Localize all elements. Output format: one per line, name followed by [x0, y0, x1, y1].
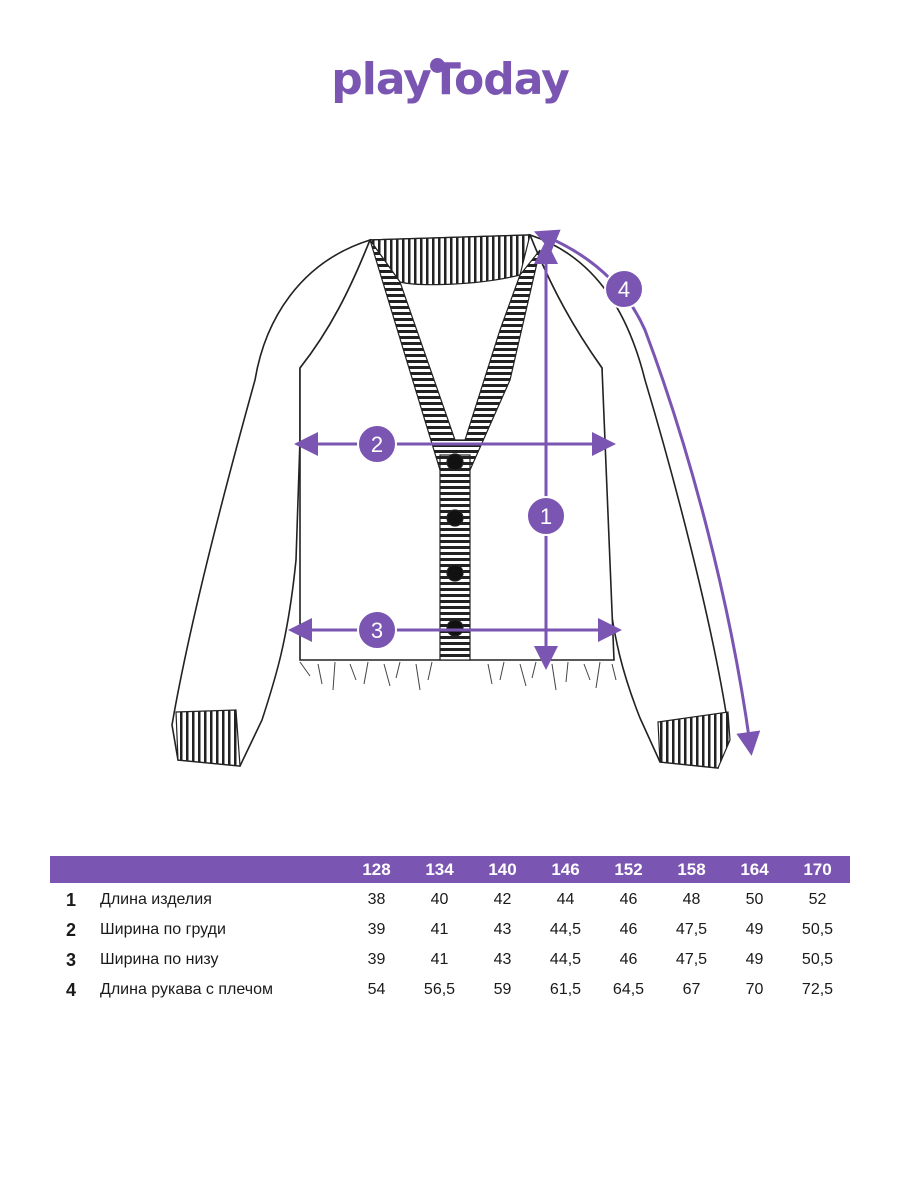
size-header-cell: 170	[803, 859, 832, 879]
size-header-cell: 134	[425, 859, 454, 879]
row-value: 46	[619, 921, 638, 938]
row-label: Длина рукава с плечом	[100, 981, 273, 998]
marker-3-label: 3	[371, 618, 383, 643]
row-value: 41	[430, 951, 449, 968]
logo-dot	[430, 58, 445, 73]
row-label: Ширина по груди	[100, 921, 226, 938]
row-value: 44,5	[549, 921, 582, 938]
size-header-cell: 140	[488, 859, 517, 879]
marker-2-badge	[357, 424, 397, 464]
row-value: 42	[493, 891, 512, 908]
row-value: 52	[808, 891, 827, 908]
size-header-cell: 158	[677, 859, 706, 879]
row-label: Длина изделия	[100, 891, 212, 908]
row-value: 44	[556, 891, 575, 908]
row-value: 43	[493, 951, 512, 968]
row-value: 48	[682, 891, 701, 908]
size-header-cell: 164	[740, 859, 769, 879]
row-value: 43	[493, 921, 512, 938]
logo-text: playToday	[331, 54, 570, 105]
table-row: 4 Длина рукава с плечом 54 56,5 59 61,5 …	[50, 975, 850, 1005]
hem-fringe	[299, 661, 617, 691]
row-value: 54	[367, 981, 386, 998]
row-value: 50,5	[801, 921, 834, 938]
size-table-header: 128 134 140 146 152 158 164 170	[50, 856, 850, 883]
brand-logo: playToday	[0, 52, 900, 132]
row-value: 49	[745, 921, 764, 938]
size-header-cell: 152	[614, 859, 643, 879]
table-row: 2 Ширина по груди 39 41 43 44,5 46 47,5 …	[50, 915, 850, 945]
row-value: 49	[745, 951, 764, 968]
row-value: 59	[493, 981, 512, 998]
size-table: 128 134 140 146 152 158 164 170 1 Длина …	[50, 856, 850, 1005]
row-value: 56,5	[423, 981, 456, 998]
row-label: Ширина по низу	[100, 951, 219, 968]
row-value: 46	[619, 951, 638, 968]
size-header-cell: 146	[551, 859, 580, 879]
row-value: 67	[682, 981, 701, 998]
size-header-cell: 128	[362, 859, 391, 879]
row-value: 47,5	[675, 951, 708, 968]
row-value: 70	[745, 981, 764, 998]
row-value: 44,5	[549, 951, 582, 968]
row-value: 39	[367, 951, 386, 968]
row-value: 64,5	[612, 981, 645, 998]
row-value: 39	[367, 921, 386, 938]
row-value: 50,5	[801, 951, 834, 968]
row-number: 3	[66, 949, 77, 970]
row-value: 38	[367, 891, 386, 908]
row-value: 41	[430, 921, 449, 938]
row-value: 40	[430, 891, 449, 908]
marker-1-label: 1	[540, 504, 552, 529]
row-value: 61,5	[549, 981, 582, 998]
row-value: 72,5	[801, 981, 834, 998]
marker-2-label: 2	[371, 432, 383, 457]
marker-3-badge	[357, 610, 397, 650]
cardigan-diagram: 1 2 3 4	[171, 229, 761, 769]
row-number: 4	[66, 979, 77, 1000]
marker-4-badge	[604, 269, 644, 309]
row-number: 2	[66, 919, 77, 940]
measure-4-sleeve: 4	[533, 229, 761, 756]
marker-4-label: 4	[618, 277, 630, 302]
table-row: 3 Ширина по низу 39 41 43 44,5 46 47,5 4…	[50, 945, 850, 975]
row-value: 46	[619, 891, 638, 908]
row-value: 50	[745, 891, 764, 908]
row-value: 47,5	[675, 921, 708, 938]
table-row: 1 Длина изделия 38 40 42 44 46 48 50 52	[50, 885, 850, 915]
row-number: 1	[66, 889, 77, 910]
